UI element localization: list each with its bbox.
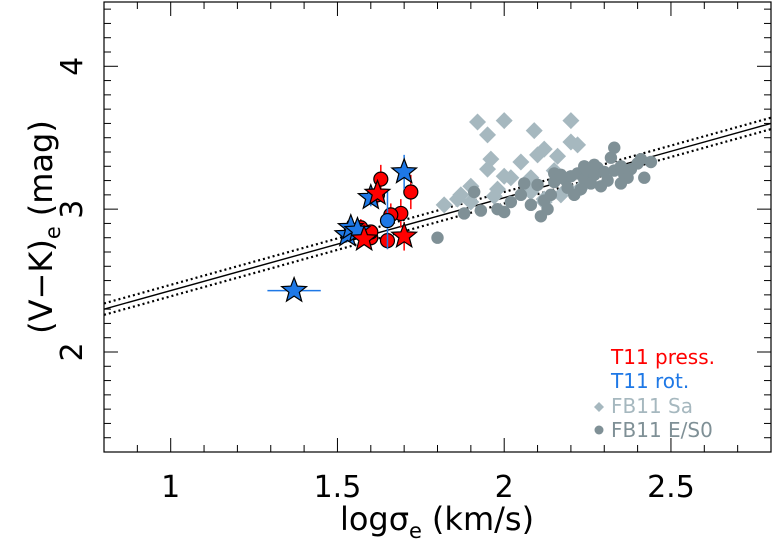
fb11-e-s0-point — [457, 207, 471, 220]
legend-label-fb11-sa: FB11 Sa — [611, 394, 693, 418]
fb11-e-s0-point — [588, 158, 601, 172]
y-axis-label-sub: e — [41, 226, 65, 239]
x-tick-label: 2.5 — [647, 470, 695, 505]
star-point — [390, 157, 419, 184]
fit-line — [103, 122, 772, 310]
fb11-sa-point — [495, 112, 513, 130]
y-tick-label: 4 — [55, 57, 90, 76]
fb11-e-s0-point — [608, 141, 621, 154]
legend-label-fb11-es0: FB11 E/S0 — [611, 418, 713, 442]
y-axis-label-unit: (mag) — [22, 120, 60, 216]
fb11-e-s0-point — [534, 210, 548, 223]
fit-band-0 — [103, 116, 772, 305]
fb11-e-s0-point — [474, 204, 488, 217]
fb11-e-s0-point — [524, 198, 538, 212]
fb11-e-s0-point — [498, 205, 511, 219]
legend-label-t11-press: T11 press. — [610, 345, 715, 369]
t11-rot--point — [379, 212, 396, 229]
fb11-sa-point — [479, 126, 497, 144]
x-tick-label: 1 — [161, 470, 180, 505]
fb11-e-s0-point — [431, 231, 444, 244]
y-tick-label: 2 — [55, 342, 90, 361]
plot-area — [103, 116, 772, 316]
x-axis-label-unit: (km/s) — [432, 500, 534, 538]
fb11-e-s0-point — [594, 180, 608, 193]
fb11-sa-point — [452, 186, 470, 204]
fb11-sa-point — [435, 196, 453, 214]
y-tick-label: 3 — [55, 200, 90, 219]
y-axis-label: (V−K)e (mag) — [22, 120, 65, 334]
chart-legend: T11 press. T11 rot. FB11 Sa FB11 E/S0 — [594, 345, 715, 442]
star-point — [280, 275, 309, 303]
fb11-sa-point — [485, 187, 503, 205]
legend-marker-fb11-sa — [594, 402, 604, 412]
fb11-sa-point — [569, 136, 587, 154]
fb11-sa-point — [529, 146, 547, 164]
star-point — [390, 221, 419, 249]
fb11-e-s0-point — [578, 160, 591, 173]
x-tick-label: 2 — [495, 470, 514, 505]
axis-ticks: 1 1.5 2 2.5 2 3 4 — [55, 2, 772, 505]
legend-label-t11-rot: T11 rot. — [610, 369, 689, 393]
x-axis-label-main: logσ — [340, 500, 409, 538]
x-tick-label: 1.5 — [314, 470, 362, 505]
fb11-sa-point — [525, 122, 543, 140]
fb11-sa-point — [469, 113, 487, 131]
fb11-e-s0-point — [604, 151, 618, 164]
fb11-e-s0-point — [504, 195, 518, 209]
star-point — [350, 224, 379, 252]
t11-press--point — [403, 184, 419, 200]
y-axis-label-main: (V−K) — [22, 239, 60, 334]
fb11-e-s0-point — [544, 188, 558, 202]
fb11-sa-point — [549, 147, 567, 165]
fb11-sa-point — [479, 160, 497, 178]
fb11-sa-point — [562, 112, 580, 130]
fb11-e-s0-point — [644, 155, 658, 169]
legend-marker-fb11-es0 — [594, 425, 604, 435]
fb11-e-s0-point — [614, 177, 628, 190]
fb11-e-s0-point — [467, 185, 481, 199]
fb11-e-s0-point — [638, 171, 651, 184]
fb11-e-s0-point — [634, 152, 648, 166]
fb11-e-s0-point — [514, 188, 528, 202]
fb11-sa-point — [512, 153, 530, 171]
data-marks — [267, 112, 658, 303]
fb11-sa-point — [502, 169, 520, 187]
fit-band-1 — [103, 128, 772, 316]
fb11-e-s0-point — [584, 177, 598, 190]
star-point — [363, 178, 392, 206]
fb11-e-s0-point — [568, 188, 581, 202]
fb11-e-s0-point — [518, 177, 531, 190]
fb11-e-s0-point — [531, 178, 544, 192]
x-axis-label-sub: e — [409, 519, 422, 542]
fb11-e-s0-point — [554, 168, 568, 182]
x-axis-label: logσe (km/s) — [340, 500, 534, 542]
